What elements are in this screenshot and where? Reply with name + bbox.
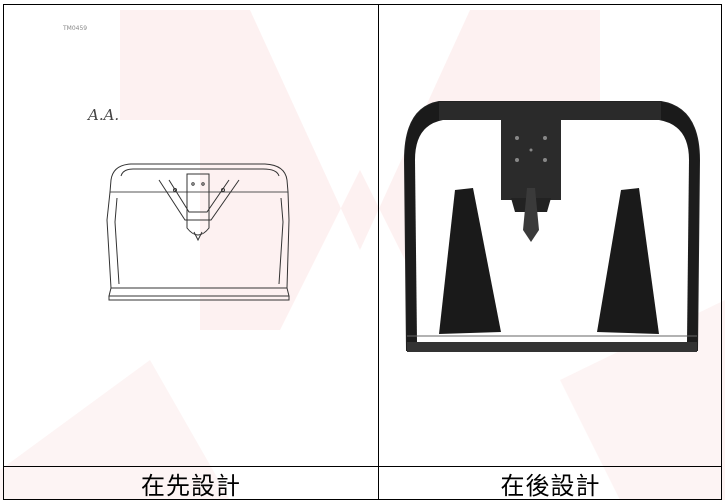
prior-design-caption: 在先設計: [141, 472, 241, 500]
comparison-table: TM0459 A.A.: [3, 4, 722, 500]
prior-design-cell: TM0459 A.A.: [4, 5, 378, 466]
column-divider: [378, 5, 379, 499]
document-mark: TM0459: [63, 25, 88, 32]
row-divider: [4, 466, 721, 467]
later-design-cell: [379, 5, 722, 466]
later-design-caption: 在後設計: [500, 472, 601, 500]
figure-label: A.A.: [88, 106, 120, 124]
later-design-drawing: [403, 101, 701, 352]
prior-design-drawing: [106, 163, 290, 301]
